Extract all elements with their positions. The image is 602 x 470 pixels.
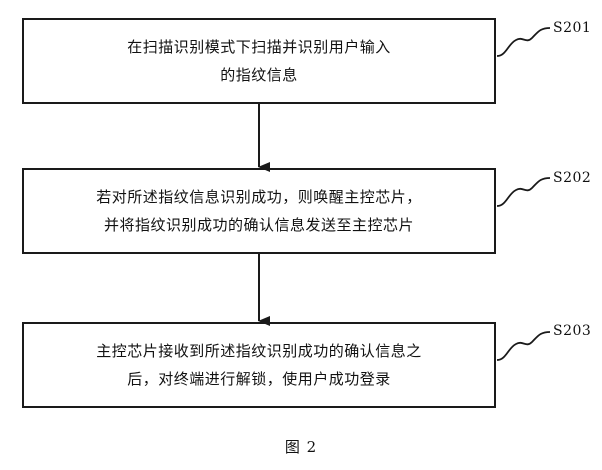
leader-line-s201 xyxy=(496,27,551,57)
step-label-s202: S202 xyxy=(553,170,592,186)
step-box-s201: 在扫描识别模式下扫描并识别用户输入 的指纹信息 xyxy=(22,18,496,104)
leader-line-s202 xyxy=(496,177,551,207)
step-s203-line-2: 后，对终端进行解锁，使用户成功登录 xyxy=(127,370,391,388)
step-s202-line-2: 并将指纹识别成功的确认信息发送至主控芯片 xyxy=(103,216,414,234)
step-box-s202: 若对所述指纹信息识别成功，则唤醒主控芯片， 并将指纹识别成功的确认信息发送至主控… xyxy=(22,168,496,254)
leader-line-s203 xyxy=(496,331,551,361)
step-s203-line-1: 主控芯片接收到所述指纹识别成功的确认信息之 xyxy=(96,342,422,360)
step-s201-line-2: 的指纹信息 xyxy=(220,66,298,84)
step-label-s203: S203 xyxy=(553,323,592,339)
step-box-s203: 主控芯片接收到所述指纹识别成功的确认信息之 后，对终端进行解锁，使用户成功登录 xyxy=(22,322,496,408)
step-s201-line-1: 在扫描识别模式下扫描并识别用户输入 xyxy=(127,38,391,56)
step-label-s201: S201 xyxy=(553,20,592,36)
figure-caption: 图 2 xyxy=(284,438,318,456)
step-s202-line-1: 若对所述指纹信息识别成功，则唤醒主控芯片， xyxy=(96,188,422,206)
